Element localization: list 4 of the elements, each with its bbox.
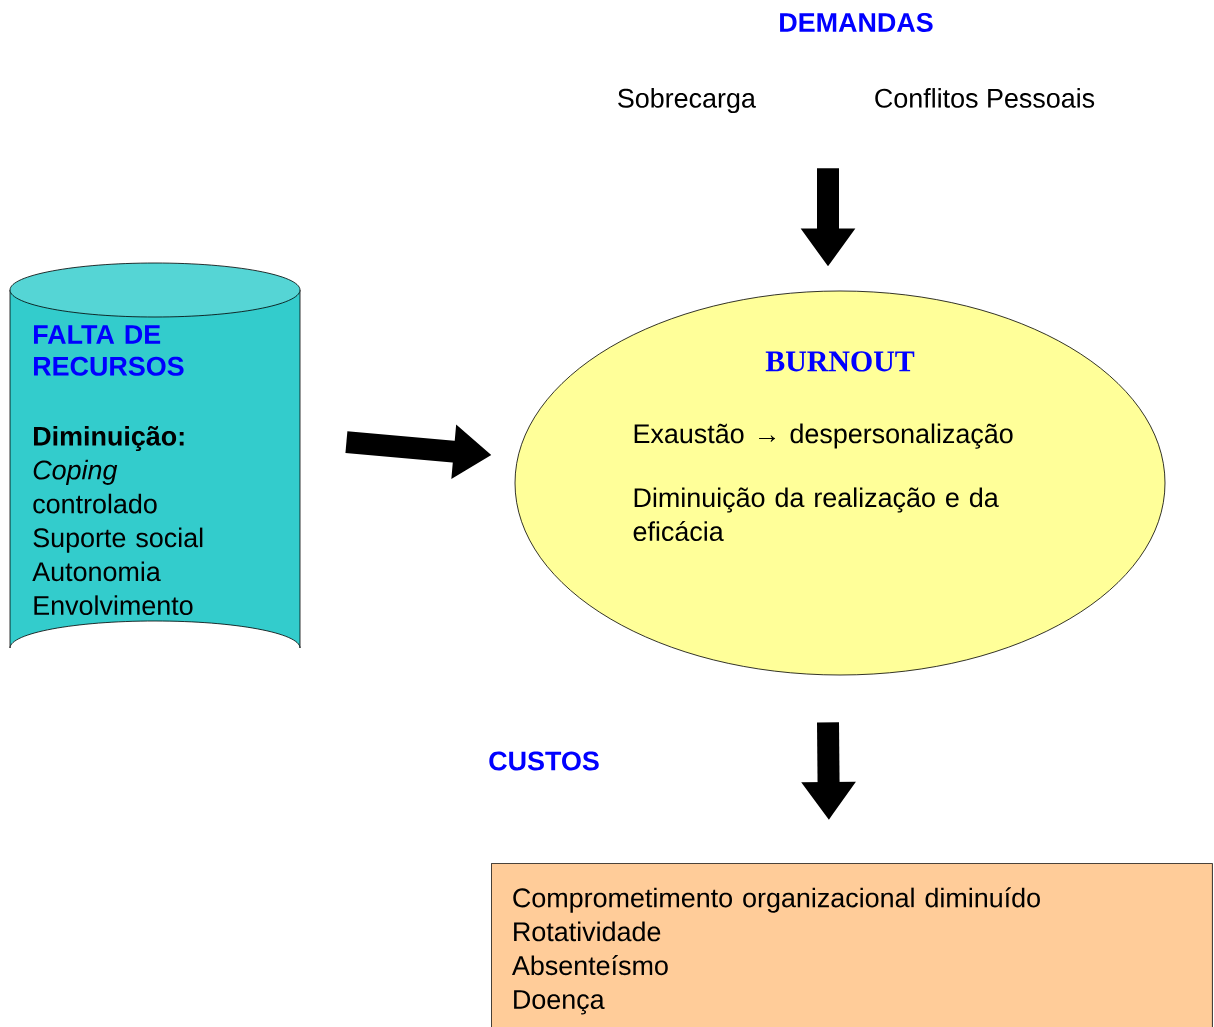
cylinder: FALTA DE RECURSOS Diminuição: Coping controlado Suporte social Autonomia Envolvimento	[9, 262, 301, 649]
heading-text: DEMANDAS Sobrecarga Conflitos Pessoais	[618, 12, 1095, 114]
process-box: Comprometimento organizacional diminuído Rotatividade Absenteísmo Doença	[491, 863, 1213, 1027]
section-label: CUSTOS	[489, 751, 599, 771]
